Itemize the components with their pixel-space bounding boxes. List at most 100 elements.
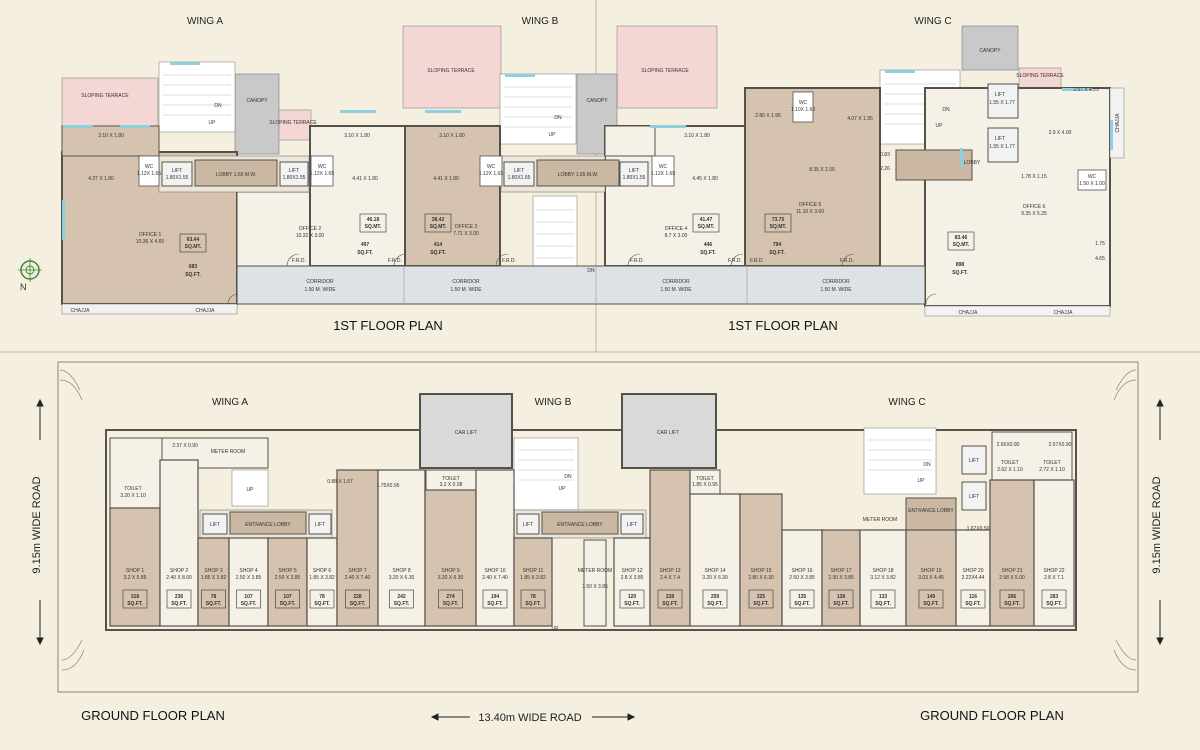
shop-sqft: 194	[491, 594, 500, 600]
car-lift-label-1: CAR LIFT	[455, 430, 477, 436]
shop-size: 2.40 X 7.40	[345, 575, 371, 581]
shop-sqft: 228	[353, 594, 362, 600]
dn-b: DN	[554, 115, 562, 121]
office-size: 11.10 X 3.60	[796, 209, 824, 215]
office-size: 9.35 X 5.25	[1021, 211, 1047, 217]
office-sqmt: 73.75	[772, 217, 785, 223]
shop-17	[821, 529, 861, 627]
lift-c2	[987, 127, 1019, 163]
frd-5: F.R.D.	[728, 258, 742, 264]
toilet-14-label: TOILET	[696, 476, 713, 482]
frd-4: F.R.D.	[630, 258, 644, 264]
office-sqmt: 38.42	[432, 217, 445, 223]
dim-b-310: 3.10 X 1.80	[439, 133, 465, 139]
wc-b-size: 1.12X 1.65	[479, 171, 503, 177]
ground-stair-a	[231, 469, 269, 507]
wc-a	[138, 155, 160, 187]
shop-size: 2.40 X 8.00	[166, 575, 192, 581]
shop-area-box	[1041, 589, 1067, 609]
shop-size: 1.85 X 3.82	[309, 575, 335, 581]
gf-up-a: UP	[247, 487, 255, 493]
shop-5	[267, 537, 308, 627]
sloping-terrace-a	[61, 77, 159, 127]
up-b: UP	[549, 132, 557, 138]
shop-area-box	[870, 589, 896, 609]
shop-size: 2.22X4.44	[962, 575, 985, 581]
gf-lift-a1: LIFT	[210, 522, 220, 528]
shop-size: 3.20 X 6.30	[702, 575, 728, 581]
gf-lift-c2: LIFT	[969, 494, 979, 500]
office-name: OFFICE 5	[799, 202, 822, 208]
shop-7	[336, 469, 379, 627]
office-name: OFFICE 1	[139, 232, 162, 238]
dn-c: DN	[942, 107, 950, 113]
shop-sqft: 78	[530, 594, 536, 600]
frd-3: F.R.D.	[502, 258, 516, 264]
ground-lift-c1	[961, 445, 987, 475]
chajja-label-1: CHAJJA	[71, 308, 91, 314]
ground-lift-a1	[202, 513, 228, 535]
lift-b2-label: LIFT	[629, 168, 639, 174]
dim-167: 1.67X0.50	[967, 526, 990, 532]
frd-6: F.R.D.	[750, 258, 764, 264]
ground-lift-b1	[516, 513, 540, 535]
office-sqft: 794	[773, 242, 782, 248]
wc-b	[479, 155, 503, 187]
dim-a-310b: 3.10 X 1.80	[344, 133, 370, 139]
corridor-width-2: 1.50 M. WIDE	[450, 287, 482, 293]
office-sqft-unit: SQ.FT.	[952, 270, 968, 276]
wing-a-label-1f: WING A	[187, 16, 223, 27]
dim-c-226: 2.26	[880, 166, 890, 172]
office-sqmt: 41.47	[700, 217, 713, 223]
office-area-box	[179, 233, 207, 253]
shop-name: SHOP 7	[348, 568, 366, 574]
shop-sqft-unit: SQ.FT.	[1046, 601, 1062, 607]
office-area-box	[947, 231, 975, 251]
dim-c-835: 8.35 X 2.05	[809, 167, 835, 173]
wc-c5	[792, 91, 814, 123]
office-sqmt: 83.46	[955, 235, 968, 241]
frd-2: F.R.D.	[388, 258, 402, 264]
office-name: OFFICE 3	[455, 224, 478, 230]
canopy-c	[961, 25, 1019, 71]
shop-11	[513, 537, 553, 627]
shop-sqft-unit: SQ.FT.	[171, 601, 187, 607]
lobby-c-label: LOBBY	[964, 160, 981, 166]
lift-c1	[987, 83, 1019, 119]
corridor-label-3: CORRIDOR	[662, 279, 690, 285]
toilet-1-size: 3.20 X 1.10	[120, 493, 146, 499]
shop-sqft-unit: SQ.FT.	[394, 601, 410, 607]
shop-size: 3.2 X 5.85	[124, 575, 147, 581]
wc-257: 2.57X0.90	[1049, 442, 1072, 448]
shop-area-box	[918, 589, 944, 609]
lift-b2-size: 1.80X1.55	[623, 175, 646, 181]
shop-area-box	[389, 589, 414, 609]
office-sqft: 898	[956, 262, 965, 268]
shop-sqft-unit: SQ.FT.	[206, 601, 222, 607]
wc-c6	[1077, 169, 1107, 191]
dim-b-445: 4.45 X 1.80	[692, 176, 718, 182]
lift-a2-size: 1.80X1.55	[283, 175, 306, 181]
office-sqmt-unit: SQ.MT.	[770, 224, 787, 230]
office-sqmt: 46.18	[367, 217, 380, 223]
office-name: OFFICE 4	[665, 226, 688, 232]
wc-175: 1.75X0.95	[377, 483, 400, 489]
shop-sqft-unit: SQ.FT.	[794, 601, 810, 607]
shop-sqft-unit: SQ.FT.	[1004, 601, 1020, 607]
office-sqmt-unit: SQ.MT.	[430, 224, 447, 230]
meter-room-label-b2: 1.50 X 3.85	[582, 584, 608, 590]
shop-name: SHOP 15	[750, 568, 771, 574]
entrance-lobby-a	[229, 511, 307, 535]
shop-name: SHOP 3	[204, 568, 222, 574]
shop-sqft-unit: SQ.FT.	[241, 601, 257, 607]
lobby-a	[194, 159, 278, 187]
wc-a-size: 1.12X 1.65	[137, 171, 161, 177]
shop-area-box	[828, 589, 854, 609]
office-size: 10.36 X 4.65	[136, 239, 165, 245]
lobby-c	[895, 149, 973, 181]
dim-b-441: 4.41 X 1.80	[433, 176, 459, 182]
shop-name: SHOP 19	[920, 568, 941, 574]
gf-lift-a2: LIFT	[315, 522, 325, 528]
lift-b1-label: LIFT	[514, 168, 524, 174]
gf-up-c: UP	[918, 478, 926, 484]
